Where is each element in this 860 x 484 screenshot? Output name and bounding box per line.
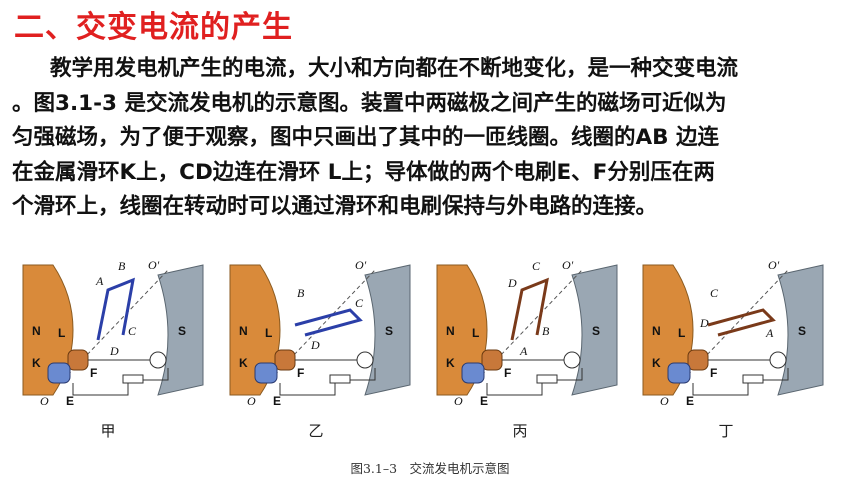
pole-n-label: N: [239, 324, 248, 338]
paragraph-line: 匀强磁场，为了便于观察，图中只画出了其中的一匝线圈。线圈的AB 边连: [12, 125, 720, 150]
corner-label: D: [699, 316, 709, 330]
generator-svg: N S C D A O' O L K E F: [642, 258, 824, 408]
corner-label: A: [95, 274, 104, 288]
meter: [769, 351, 787, 369]
corner-label: A: [765, 326, 774, 340]
ring-label: L: [58, 326, 65, 340]
slip-ring-k: [254, 362, 278, 384]
meter: [563, 351, 581, 369]
magnet-s: [364, 264, 411, 396]
resistor: [122, 374, 144, 384]
ring-label: K: [446, 356, 455, 370]
axis-label: O: [40, 394, 49, 408]
wire: [486, 368, 583, 396]
corner-label: D: [507, 276, 517, 290]
ring-label: K: [239, 356, 248, 370]
generator-diagram-jia: N S A B C D O' O L K E F: [18, 255, 223, 415]
ring-label: L: [472, 326, 479, 340]
resistor: [742, 374, 764, 384]
slip-ring-l: [687, 349, 709, 371]
brush-label: E: [686, 394, 694, 408]
generator-diagram-ding: N S C D A O' O L K E F: [638, 255, 843, 415]
meter: [149, 351, 167, 369]
axis-label: O: [660, 394, 669, 408]
axis-label: O': [355, 258, 367, 272]
brush-label: E: [273, 394, 281, 408]
generator-diagram-bing: N S C D A B O' O L K E F: [432, 255, 637, 415]
pole-s-label: S: [798, 324, 806, 338]
pole-n-label: N: [446, 324, 455, 338]
corner-label: C: [355, 296, 364, 310]
slip-ring-l: [481, 349, 503, 371]
corner-label: A: [519, 344, 528, 358]
axis-label: O': [562, 258, 574, 272]
rotation-axis: [62, 269, 169, 381]
figure-caption: 图3.1–3 交流发电机示意图: [350, 461, 510, 476]
slip-ring-l: [274, 349, 296, 371]
generator-diagram-yi: N S B C D O' O L K E F: [225, 255, 430, 415]
brush-label: F: [710, 366, 717, 380]
coil: [96, 277, 135, 341]
slip-ring-k: [461, 362, 485, 384]
pole-s-label: S: [592, 324, 600, 338]
resistor: [329, 374, 351, 384]
rotation-axis: [269, 269, 376, 381]
coil: [294, 308, 363, 337]
brush-label: F: [90, 366, 97, 380]
rotation-axis: [682, 269, 789, 381]
slip-ring-k: [667, 362, 691, 384]
paragraph-line: 在金属滑环K上，CD边连在滑环 L上；导体做的两个电刷E、F分别压在两: [12, 159, 715, 185]
ring-label: L: [678, 326, 685, 340]
wire: [279, 368, 376, 396]
coil: [707, 308, 776, 337]
coil: [510, 277, 549, 341]
axis-label: O: [454, 394, 463, 408]
pole-s-label: S: [385, 324, 393, 338]
wire: [72, 368, 169, 396]
rotation-axis: [476, 269, 583, 381]
brush-label: F: [504, 366, 511, 380]
wire: [692, 368, 789, 396]
panel-label: 丙: [512, 422, 528, 440]
corner-label: C: [532, 259, 541, 273]
resistor: [536, 374, 558, 384]
corner-label: D: [310, 338, 320, 352]
body-paragraph: 教学用发电机产生的电流，大小和方向都在不断地变化，是一种交变电流 。图3.1-3…: [12, 52, 848, 225]
meter: [356, 351, 374, 369]
pole-n-label: N: [652, 324, 661, 338]
pole-n-label: N: [32, 324, 41, 338]
ring-label: L: [265, 326, 272, 340]
generator-svg: N S B C D O' O L K E F: [229, 258, 411, 408]
corner-label: C: [128, 324, 137, 338]
corner-label: B: [118, 259, 126, 273]
slip-ring-l: [67, 349, 89, 371]
brush-label: E: [66, 394, 74, 408]
slide-title: 二、交变电流的产生: [14, 10, 293, 45]
paragraph-line: 个滑环上，线圈在转动时可以通过滑环和电刷保持与外电路的连接。: [12, 194, 658, 219]
pole-s-label: S: [178, 324, 186, 338]
ring-label: K: [652, 356, 661, 370]
paragraph-line: 。图3.1-3 是交流发电机的示意图。装置中两磁极之间产生的磁场可近似为: [12, 90, 727, 116]
magnet-s: [777, 264, 824, 396]
corner-label: C: [710, 286, 719, 300]
magnet-s: [571, 264, 618, 396]
axis-label: O': [148, 258, 160, 272]
paragraph-line: 教学用发电机产生的电流，大小和方向都在不断地变化，是一种交变电流: [50, 56, 739, 81]
brush-label: F: [297, 366, 304, 380]
panel-label: 乙: [308, 422, 324, 440]
brush-label: E: [480, 394, 488, 408]
generator-svg: N S C D A B O' O L K E F: [436, 258, 618, 408]
slip-ring-k: [47, 362, 71, 384]
panel-label: 丁: [718, 422, 734, 440]
corner-label: B: [297, 286, 305, 300]
panel-label: 甲: [100, 422, 116, 440]
axis-label: O: [247, 394, 256, 408]
magnet-s: [157, 264, 204, 396]
corner-label: B: [542, 324, 550, 338]
axis-label: O': [768, 258, 780, 272]
ring-label: K: [32, 356, 41, 370]
corner-label: D: [109, 344, 119, 358]
generator-svg: N S A B C D O' O L K E F: [22, 258, 204, 408]
